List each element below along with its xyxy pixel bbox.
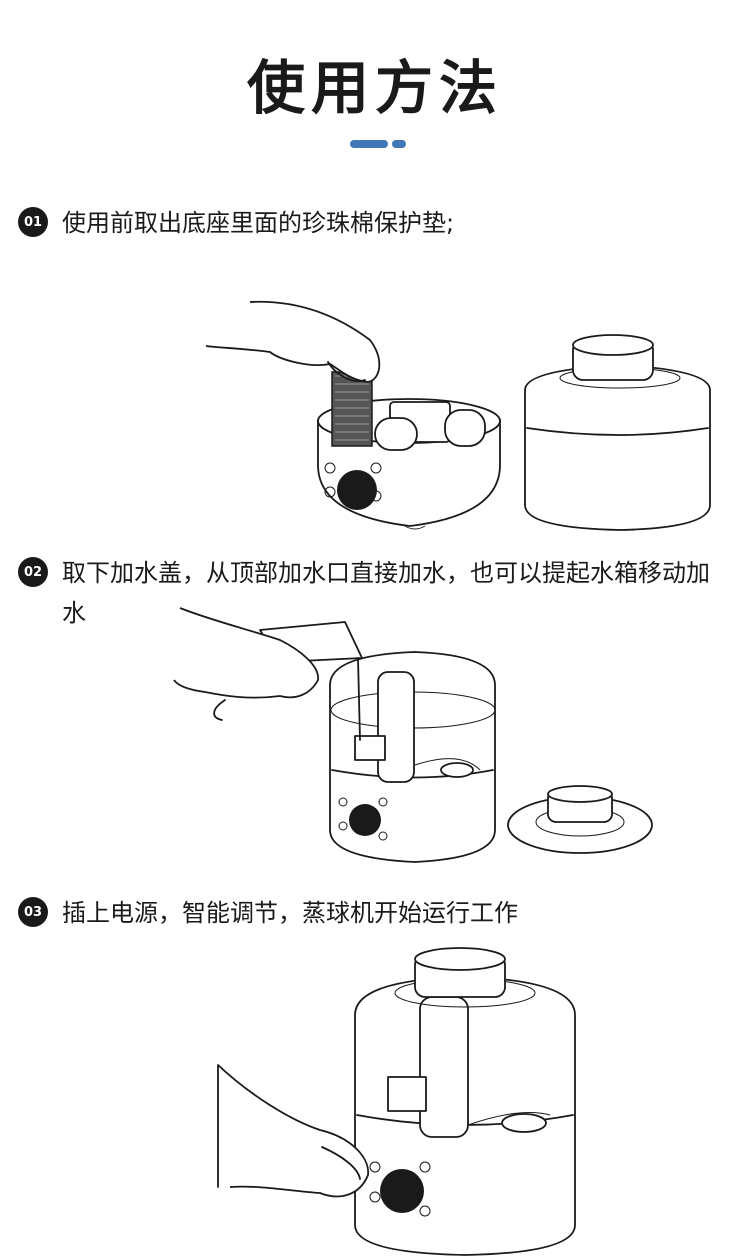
title-accent-bar-short bbox=[392, 140, 406, 148]
step-1-illustration bbox=[200, 290, 720, 540]
step-2-text: 取下加水盖，从顶部加水口直接加水，也可以提起水箱移动加水 bbox=[62, 559, 710, 627]
step-2-number-badge: 02 bbox=[18, 557, 48, 587]
step-3: 03 插上电源，智能调节，蒸球机开始运行工作 bbox=[18, 893, 738, 933]
step-2-illustration bbox=[170, 600, 670, 870]
step-2: 02 取下加水盖，从顶部加水口直接加水，也可以提起水箱移动加水 bbox=[18, 553, 728, 633]
step-1-number-badge: 01 bbox=[18, 207, 48, 237]
page-title: 使用方法 bbox=[246, 54, 503, 122]
step-1: 01 使用前取出底座里面的珍珠棉保护垫; bbox=[18, 203, 738, 243]
title-accent-bar-long bbox=[350, 140, 388, 148]
step-1-text: 使用前取出底座里面的珍珠棉保护垫; bbox=[62, 209, 455, 237]
step-3-illustration bbox=[210, 935, 590, 1257]
step-3-text: 插上电源，智能调节，蒸球机开始运行工作 bbox=[62, 899, 518, 927]
step-3-number-badge: 03 bbox=[18, 897, 48, 927]
